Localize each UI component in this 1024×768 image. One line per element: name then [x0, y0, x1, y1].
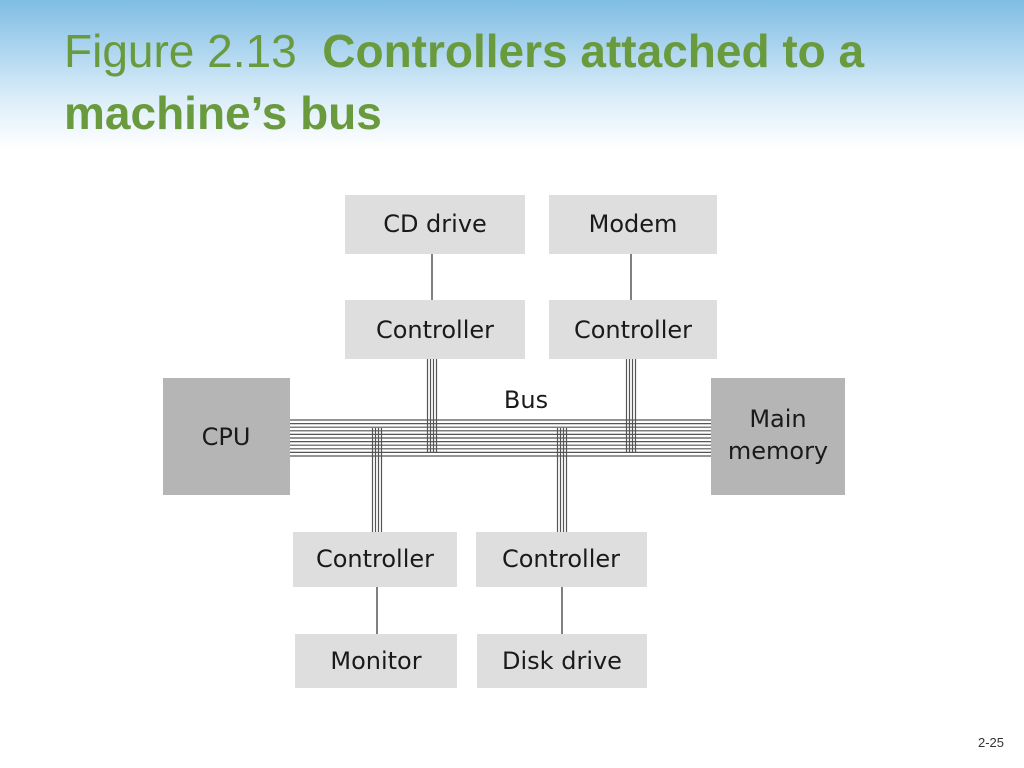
controller-cd-box: Controller — [345, 300, 525, 359]
controller-disk-box: Controller — [476, 532, 647, 587]
figure-caption: Controllers attached to a machine’s bus — [64, 25, 865, 139]
cpu-box: CPU — [163, 378, 290, 495]
disk-drive-label: Disk drive — [502, 647, 622, 675]
controller-disk-label: Controller — [502, 545, 620, 573]
cd-drive-label: CD drive — [383, 210, 487, 238]
cd-drive-box: CD drive — [345, 195, 525, 254]
controller-modem-box: Controller — [549, 300, 717, 359]
page-number: 2-25 — [977, 735, 1004, 750]
monitor-box: Monitor — [295, 634, 457, 688]
figure-number: Figure 2.13 — [64, 25, 297, 77]
main-memory-label-line1: Main — [749, 405, 806, 433]
slide-title: Figure 2.13 Controllers attached to a ma… — [64, 20, 984, 144]
disk-drive-box: Disk drive — [477, 634, 647, 688]
modem-box: Modem — [549, 195, 717, 254]
bus-lines — [290, 419, 711, 457]
controller-cd-label: Controller — [376, 316, 494, 344]
main-memory-label-line2: memory — [728, 437, 828, 465]
controller-monitor-box: Controller — [293, 532, 457, 587]
controller-modem-label: Controller — [574, 316, 692, 344]
main-memory-box: Main memory — [711, 378, 845, 495]
bus-label: Bus — [504, 386, 548, 414]
modem-label: Modem — [589, 210, 678, 238]
bus-connectors — [371, 359, 637, 532]
cpu-label: CPU — [202, 423, 251, 451]
monitor-label: Monitor — [330, 647, 421, 675]
controller-monitor-label: Controller — [316, 545, 434, 573]
